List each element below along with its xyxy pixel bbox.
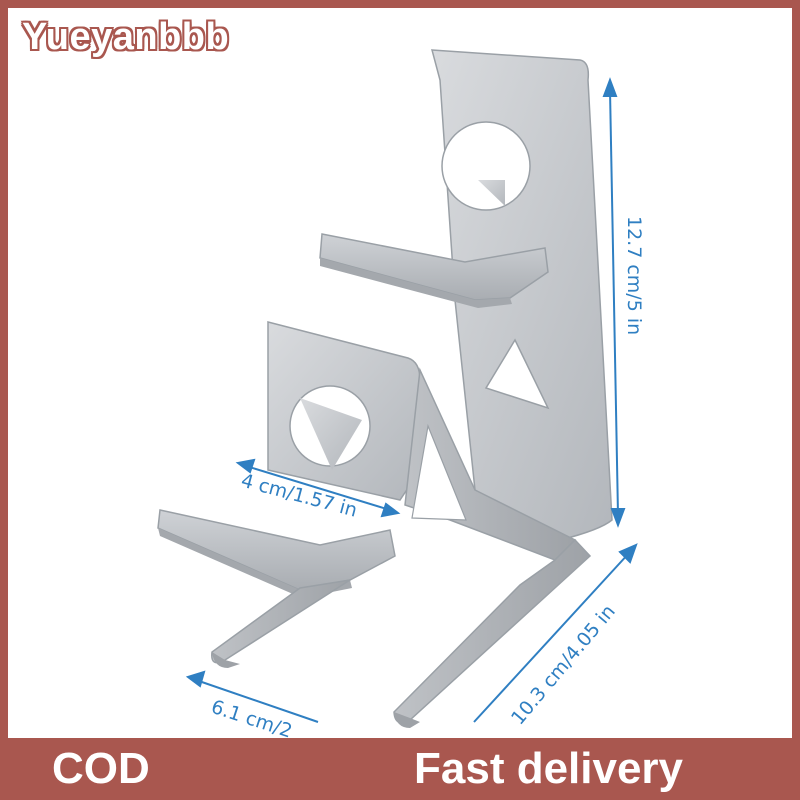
width-dimension-label: 6.1 cm/2 [208,696,294,738]
stand-legs [211,538,592,728]
upper-stand [319,49,613,541]
product-photo: 12.7 cm/5 in 4 cm/1.57 in 10.3 cm/4.05 i… [8,8,792,738]
brand-watermark: Yueyanbbb [22,16,230,58]
depth-dimension-label: 10.3 cm/4.05 in [507,601,620,730]
height-dimension-label: 12.7 cm/5 in [623,216,645,335]
dimension-lines [185,77,638,723]
fast-delivery-label: Fast delivery [414,744,684,793]
phone-stand-illustration: 12.7 cm/5 in 4 cm/1.57 in 10.3 cm/4.05 i… [157,49,645,738]
promo-banner: COD Fast delivery [0,738,800,800]
cod-label: COD [52,744,150,793]
lower-stand [157,321,577,598]
